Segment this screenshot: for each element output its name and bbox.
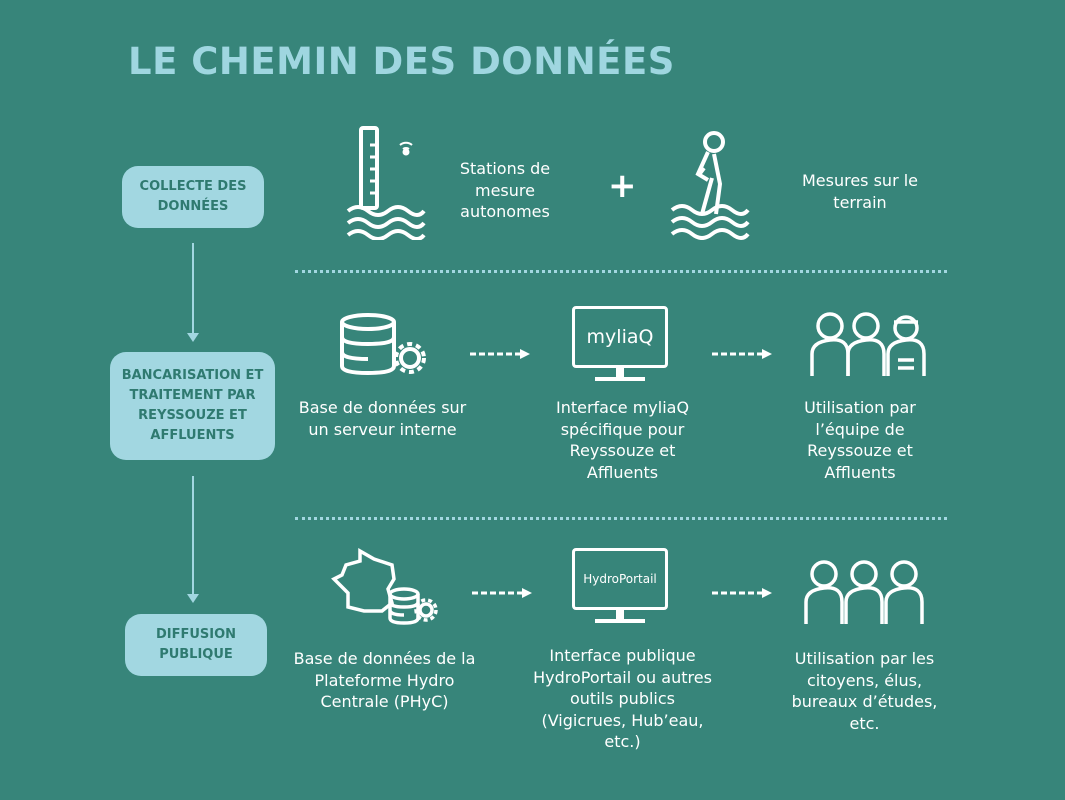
field-label: Mesures sur le terrain — [801, 171, 919, 212]
flow-line — [192, 476, 194, 594]
arrow-down-icon — [187, 333, 199, 342]
citizens-people-icon — [804, 560, 924, 624]
field-measure-person-icon — [670, 131, 750, 240]
database-gear-icon — [340, 313, 426, 376]
gauge-station-icon — [346, 126, 426, 240]
dashed-arrow-icon — [470, 349, 530, 359]
arrow-down-icon — [187, 594, 199, 603]
hydroportail-interface-label: Interface publique HydroPortail ou autre… — [533, 646, 712, 751]
page-title: LE CHEMIN DES DONNÉES — [128, 40, 675, 83]
db-phyc-label: Base de données de la Plateforme Hydro C… — [293, 649, 476, 711]
stage-collecte: COLLECTE DES DONNÉES — [122, 166, 264, 228]
monitor-icon: myliaQ — [572, 306, 668, 381]
separator — [295, 270, 947, 273]
monitor-icon: HydroPortail — [572, 548, 668, 623]
team-people-icon — [810, 312, 926, 376]
stage-diffusion: DIFFUSION PUBLIQUE — [125, 614, 267, 676]
flow-line — [192, 243, 194, 333]
dashed-arrow-icon — [472, 588, 532, 598]
citizens-usage-label: Utilisation par les citoyens, élus, bure… — [791, 649, 938, 733]
monitor-screen-hydroportail: HydroPortail — [572, 548, 668, 610]
team-usage-label: Utilisation par l’équipe de Reyssouze et… — [804, 398, 916, 482]
dashed-arrow-icon — [712, 588, 772, 598]
separator — [295, 517, 947, 520]
stage-bancarisation: BANCARISATION ET TRAITEMENT PAR REYSSOUZ… — [110, 352, 275, 460]
monitor-screen-myliaq: myliaQ — [572, 306, 668, 368]
myliaq-interface-label: Interface myliaQ spécifique pour Reyssou… — [555, 398, 690, 482]
db-internal-label: Base de données sur un serveur interne — [298, 398, 467, 439]
dashed-arrow-icon — [712, 349, 772, 359]
france-database-icon — [331, 548, 438, 625]
plus-sign: + — [608, 166, 637, 206]
station-label: Stations de mesure autonomes — [459, 159, 551, 221]
